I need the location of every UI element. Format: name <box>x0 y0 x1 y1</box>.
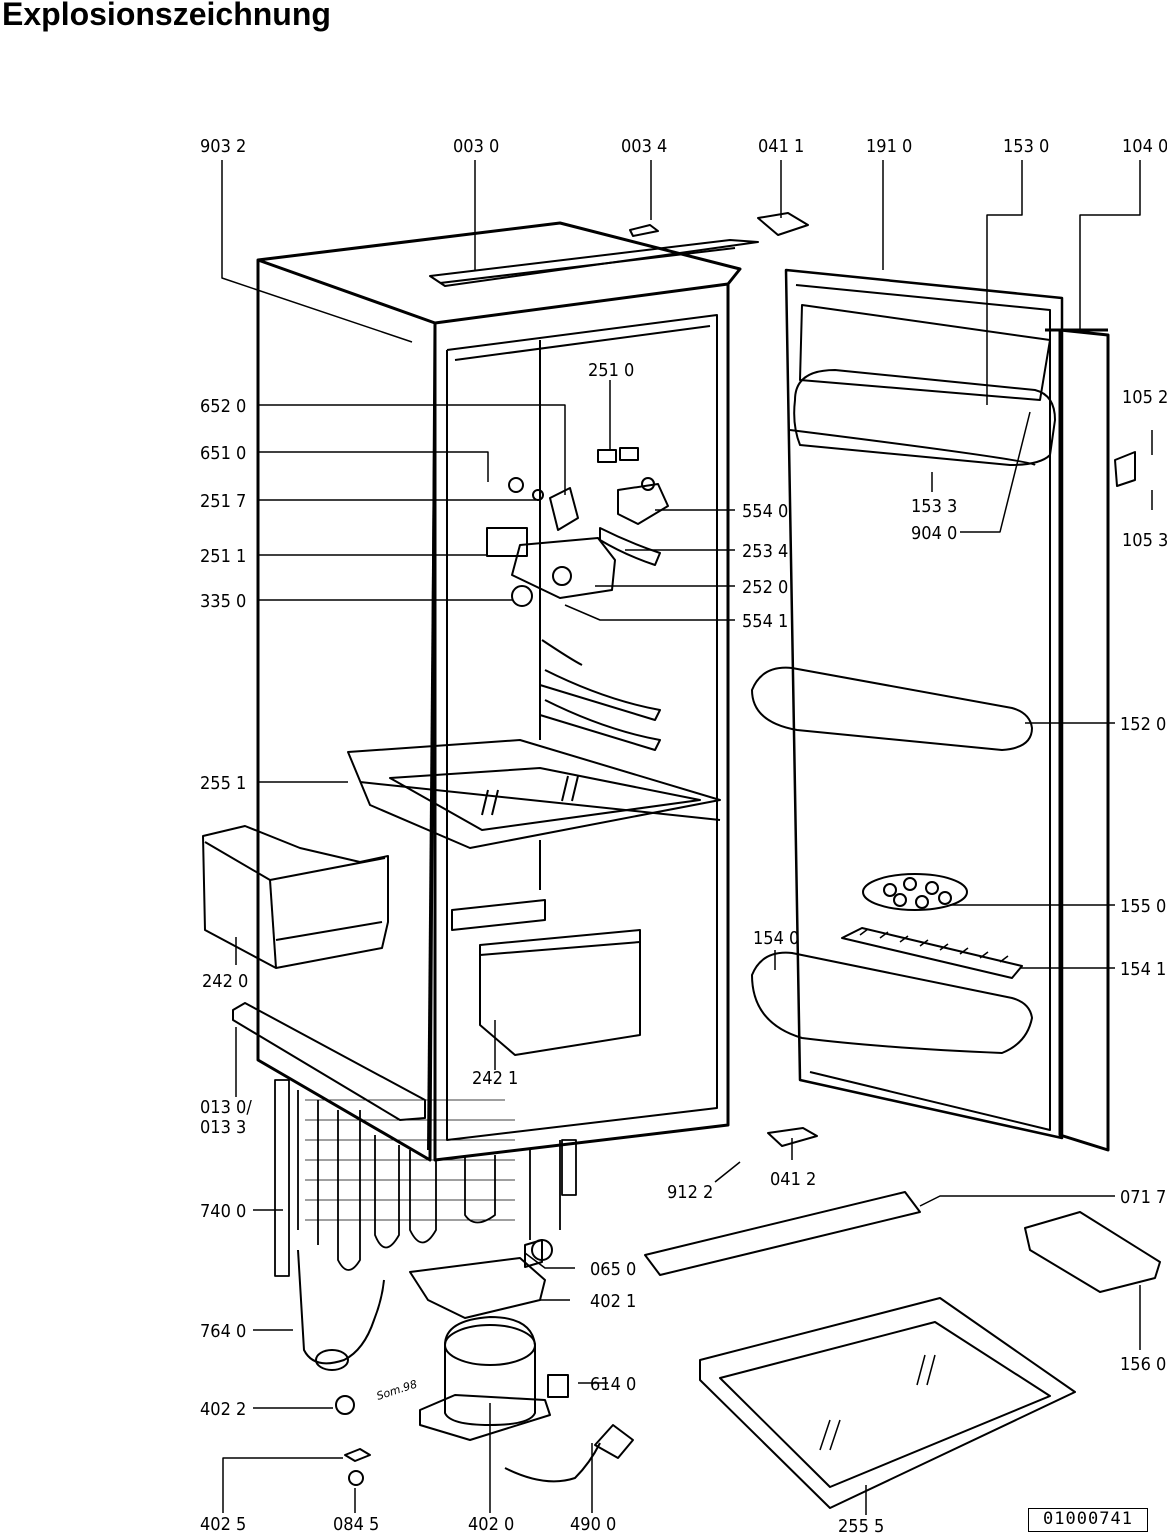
label-105-3: 105 3 <box>1122 530 1167 551</box>
page-title: Explosionszeichnung <box>2 0 331 32</box>
label-242-1: 242 1 <box>472 1068 518 1089</box>
label-084-5: 084 5 <box>333 1514 379 1533</box>
part-labels: 903 2 003 0 003 4 041 1 191 0 153 0 104 … <box>200 136 1167 1533</box>
label-105-2: 105 2 <box>1122 387 1167 408</box>
document-number: 01000741 <box>1028 1508 1148 1532</box>
condenser-drawing <box>274 1079 577 1277</box>
label-154-1: 154 1 <box>1120 959 1166 980</box>
ice-tray-drawing <box>1024 1211 1161 1293</box>
label-191-0: 191 0 <box>866 136 912 157</box>
drawing-signature: Som.98 <box>375 1378 419 1403</box>
label-013-0: 013 0/ <box>200 1097 252 1118</box>
label-065-0: 065 0 <box>590 1259 636 1280</box>
label-251-1: 251 1 <box>200 546 246 567</box>
label-402-5: 402 5 <box>200 1514 246 1533</box>
label-402-1: 402 1 <box>590 1291 636 1312</box>
grille-drawing <box>644 1191 921 1276</box>
label-554-1: 554 1 <box>742 611 788 632</box>
label-614-0: 614 0 <box>590 1374 636 1395</box>
label-153-3: 153 3 <box>911 496 957 517</box>
label-912-2: 912 2 <box>667 1182 713 1203</box>
label-402-0: 402 0 <box>468 1514 514 1533</box>
label-251-0: 251 0 <box>588 360 634 381</box>
label-242-0: 242 0 <box>202 971 248 992</box>
label-156-0: 156 0 <box>1120 1354 1166 1375</box>
label-904-0: 904 0 <box>911 523 957 544</box>
label-651-0: 651 0 <box>200 443 246 464</box>
label-335-0: 335 0 <box>200 591 246 612</box>
label-071-7: 071 7 <box>1120 1187 1166 1208</box>
label-764-0: 764 0 <box>200 1321 246 1342</box>
crisper-drawing <box>202 825 389 969</box>
door-drawing <box>629 212 1136 1152</box>
label-554-0: 554 0 <box>742 501 788 522</box>
label-041-1: 041 1 <box>758 136 804 157</box>
compressor-drawing <box>335 1239 634 1486</box>
label-154-0: 154 0 <box>753 928 799 949</box>
label-153-0: 153 0 <box>1003 136 1049 157</box>
label-041-2: 041 2 <box>770 1169 816 1190</box>
label-003-4: 003 4 <box>621 136 667 157</box>
label-253-4: 253 4 <box>742 541 788 562</box>
label-740-0: 740 0 <box>200 1201 246 1222</box>
label-251-7: 251 7 <box>200 491 246 512</box>
label-490-0: 490 0 <box>570 1514 616 1533</box>
label-104-0: 104 0 <box>1122 136 1167 157</box>
label-402-2: 402 2 <box>200 1399 246 1420</box>
cover-drawing <box>232 1002 426 1121</box>
label-152-0: 152 0 <box>1120 714 1166 735</box>
label-013-3: 013 3 <box>200 1117 246 1138</box>
label-255-5: 255 5 <box>838 1516 884 1533</box>
glass-shelf-drawing <box>699 1297 1076 1509</box>
label-255-1: 255 1 <box>200 773 246 794</box>
label-155-0: 155 0 <box>1120 896 1166 917</box>
capillary-drawing <box>297 1249 385 1365</box>
label-003-0: 003 0 <box>453 136 499 157</box>
signature: Som.98 <box>375 1378 419 1403</box>
label-903-2: 903 2 <box>200 136 246 157</box>
label-652-0: 652 0 <box>200 396 246 417</box>
label-252-0: 252 0 <box>742 577 788 598</box>
leader-lines <box>221 160 1153 1515</box>
cabinet-drawing <box>256 221 759 1162</box>
